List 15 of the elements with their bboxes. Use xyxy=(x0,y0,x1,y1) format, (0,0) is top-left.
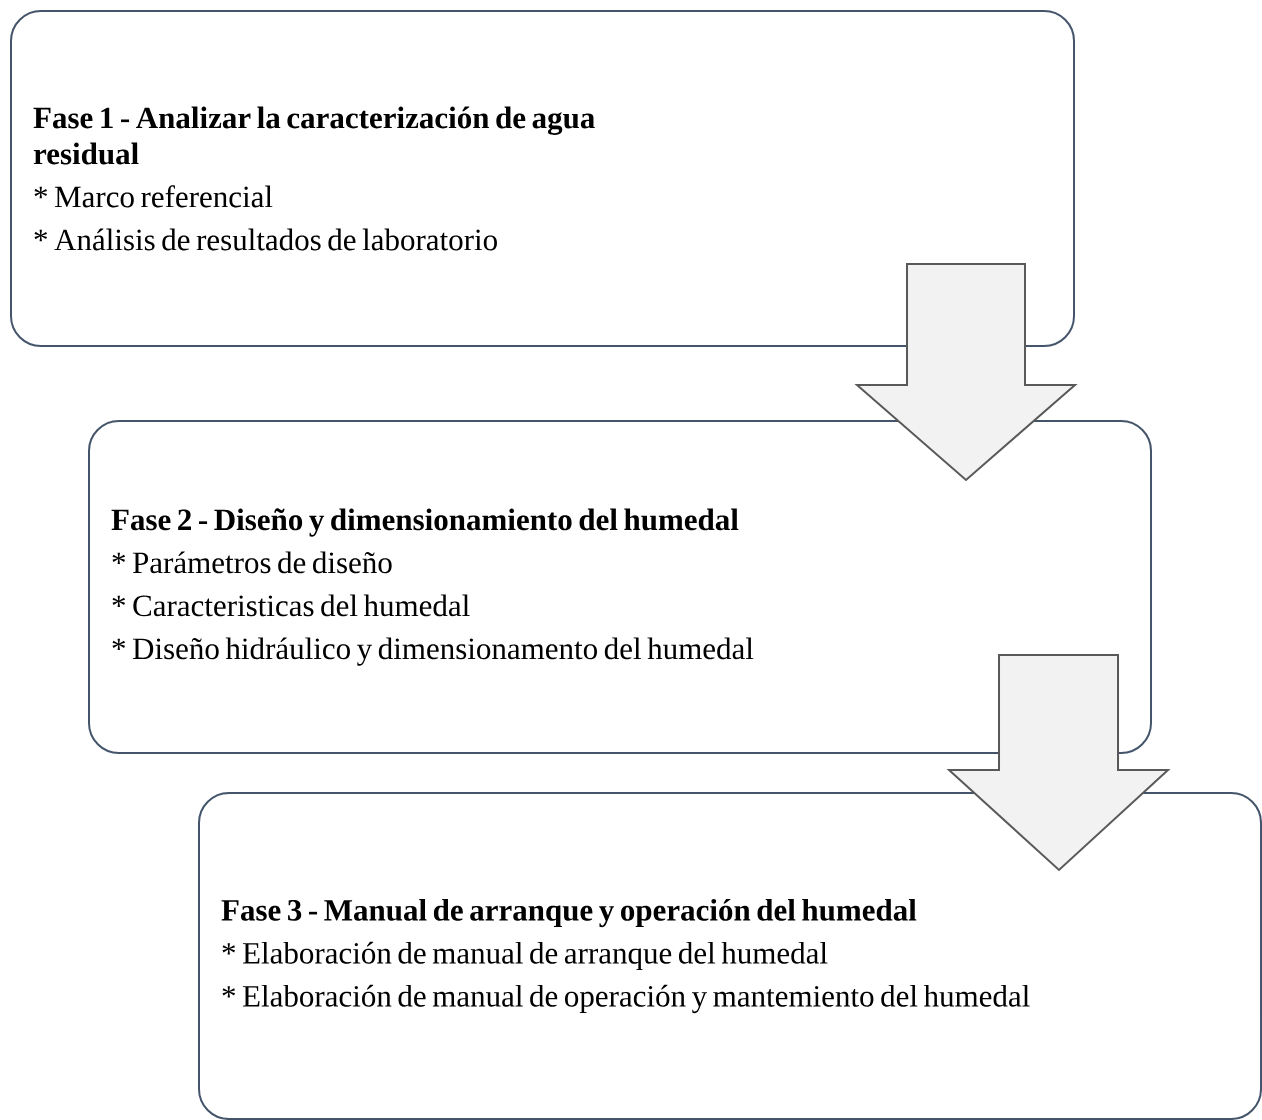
bullet-item: * Marco referencial xyxy=(34,185,273,208)
phase-box xyxy=(10,10,1075,347)
bullet-item: * Parámetros de diseño xyxy=(112,551,392,574)
bullet-item: * Diseño hidráulico y dimensionamento del humedal xyxy=(112,637,754,666)
phase-box xyxy=(198,792,1262,1120)
block-arrow xyxy=(946,654,1171,872)
phase-box xyxy=(88,420,1152,754)
bullet-item: * Caracteristicas del humedal xyxy=(112,594,470,617)
block-arrow xyxy=(854,263,1078,482)
bullet-item: * Análisis de resultados de laboratorio xyxy=(34,228,497,251)
phase-heading: Fase 1 - Analizar la caracterización de agua residual xyxy=(33,106,595,165)
bullet-item: * Elaboración de manual de arranque del humedal xyxy=(222,941,828,970)
phase-heading: Fase 3 - Manual de arranque y operación del humedal xyxy=(221,898,917,928)
bullet-item: * Elaboración de manual de operación y mantemiento del humedal xyxy=(222,984,1030,1014)
phase-heading: Fase 2 - Diseño y dimensionamiento del humedal xyxy=(111,508,739,537)
